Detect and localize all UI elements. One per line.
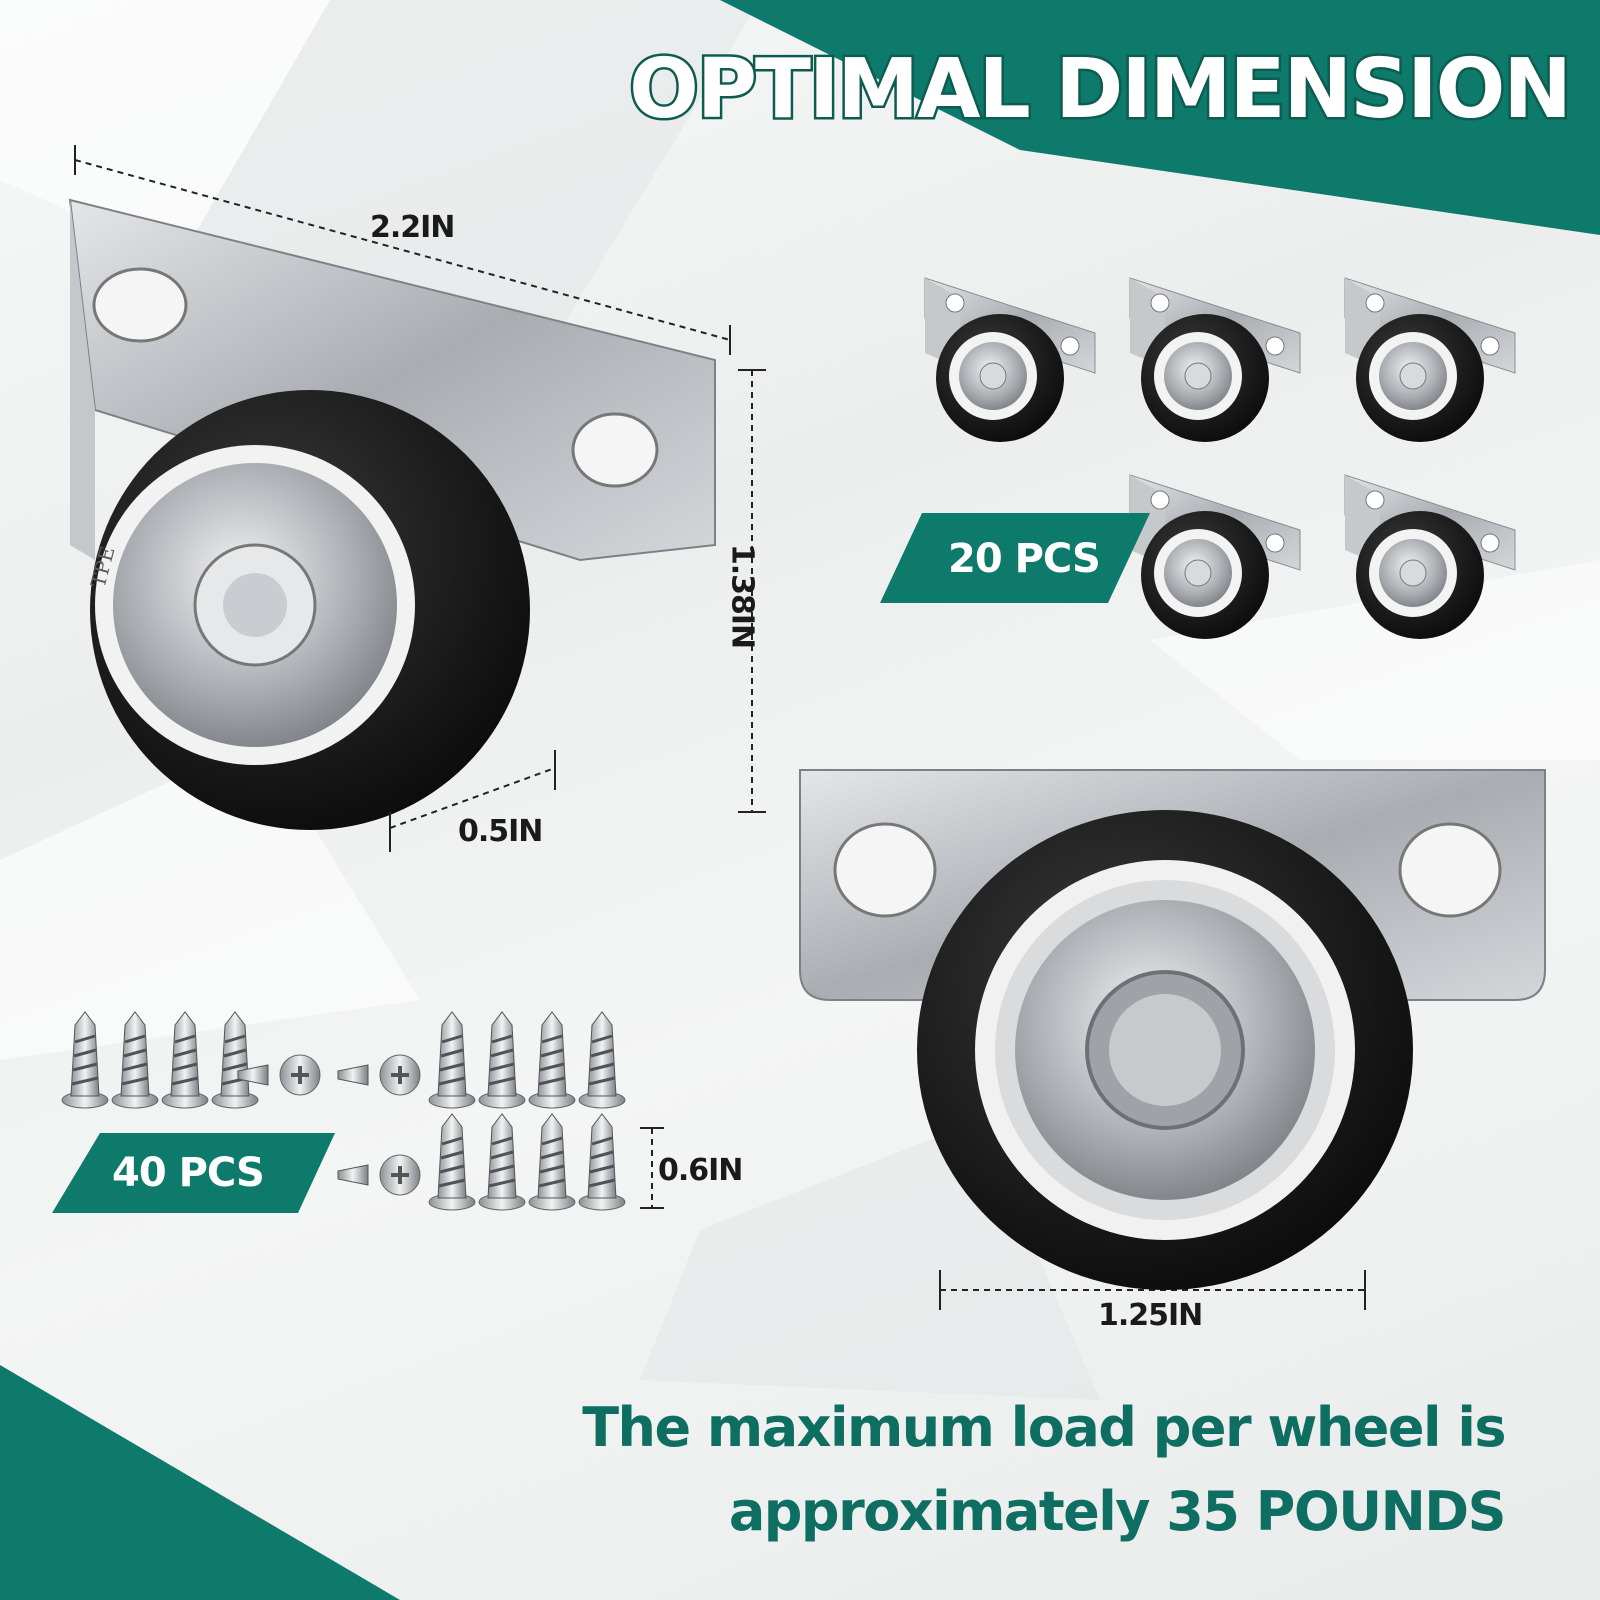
badge-20-pcs: 20 PCS bbox=[948, 536, 1101, 582]
screw-icon bbox=[236, 1053, 322, 1097]
dimension-screw-length: 0.6IN bbox=[658, 1153, 743, 1188]
dimension-wheel-width: 0.5IN bbox=[458, 814, 543, 849]
screw-icon bbox=[160, 1010, 210, 1110]
mini-caster-icon bbox=[1344, 474, 1516, 640]
bottom-teal-corner bbox=[0, 1365, 400, 1600]
screw-icon bbox=[527, 1112, 577, 1212]
mini-caster-icon bbox=[1129, 474, 1301, 640]
mini-caster-icon bbox=[924, 277, 1096, 443]
mini-caster-icon bbox=[1129, 277, 1301, 443]
mounting-hole-icon bbox=[1398, 822, 1502, 918]
caption-line-1: The maximum load per wheel is bbox=[582, 1396, 1506, 1459]
mounting-hole-icon bbox=[571, 412, 659, 488]
screw-icon bbox=[336, 1053, 422, 1097]
badge-40-pcs-shape bbox=[52, 1133, 335, 1213]
load-capacity-caption: The maximum load per wheel is approximat… bbox=[582, 1386, 1507, 1554]
screw-icon bbox=[527, 1010, 577, 1110]
screw-icon bbox=[427, 1112, 477, 1212]
dimension-height: 1.38IN bbox=[724, 543, 760, 649]
screw-icon bbox=[427, 1010, 477, 1110]
screw-icon bbox=[477, 1112, 527, 1212]
caption-line-2: approximately 35 POUNDS bbox=[728, 1480, 1507, 1543]
screw-icon bbox=[60, 1010, 110, 1110]
screw-icon bbox=[336, 1153, 422, 1197]
screw-icon bbox=[577, 1112, 627, 1212]
mounting-hole-icon bbox=[92, 267, 188, 343]
mini-caster-icon bbox=[1344, 277, 1516, 443]
screw-icon bbox=[110, 1010, 160, 1110]
dimension-lines bbox=[74, 159, 1365, 1291]
screw-icon bbox=[577, 1010, 627, 1110]
page-title: OPTIMAL DIMENSION bbox=[627, 40, 1575, 140]
dimension-wheel-diameter: 1.25IN bbox=[1098, 1298, 1203, 1333]
badge-40-pcs: 40 PCS bbox=[112, 1150, 265, 1196]
screw-icon bbox=[210, 1010, 260, 1110]
top-teal-band bbox=[720, 0, 1600, 235]
caster-front-view bbox=[799, 769, 1546, 1290]
badge-20-pcs-shape bbox=[880, 513, 1150, 603]
dimension-plate-length: 2.2IN bbox=[370, 210, 455, 245]
mounting-hole-icon bbox=[833, 822, 937, 918]
screw-icon bbox=[477, 1010, 527, 1110]
caster-angled-view bbox=[68, 198, 716, 830]
